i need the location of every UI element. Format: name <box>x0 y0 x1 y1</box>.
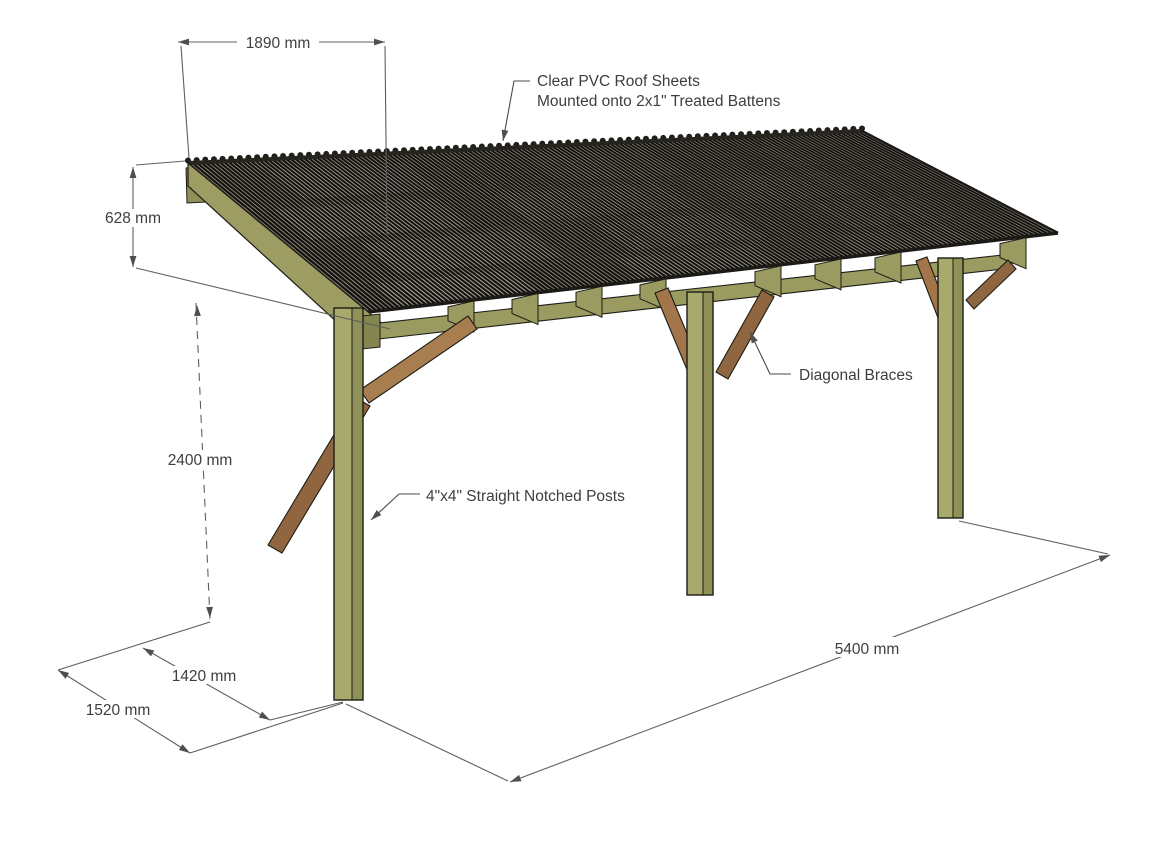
annotation-roof-sheets: Clear PVC Roof Sheets Mounted onto 2x1" … <box>502 73 781 142</box>
dimension-label-post-height: 2400 mm <box>168 452 233 469</box>
diagonal-brace <box>965 259 1017 310</box>
dimension-label-overall-length: 5400 mm <box>835 641 900 658</box>
arrowheads <box>58 38 1110 782</box>
dimension-overall-length: 5400 mm <box>345 520 1111 783</box>
dimension-base-depth-inner: 1420 mm <box>57 621 344 721</box>
roof-sheets <box>185 125 1059 314</box>
annotation-posts: 4"x4" Straight Notched Posts <box>370 488 625 521</box>
annotation-diagonal-braces: Diagonal Braces <box>749 331 913 384</box>
roof-label-line1: Clear PVC Roof Sheets <box>537 73 700 90</box>
dimension-label-roof-rise: 628 mm <box>105 210 161 227</box>
roof-label-line2: Mounted onto 2x1" Treated Battens <box>537 93 781 110</box>
dimension-base-depth-outer: 1520 mm <box>57 669 344 754</box>
posts <box>333 257 964 701</box>
post-left <box>333 307 364 701</box>
dimension-roof-rise: 628 mm <box>99 160 391 330</box>
dimension-roof-depth: 1890 mm <box>178 33 388 237</box>
rafter-tails <box>447 237 1027 333</box>
posts-label: 4"x4" Straight Notched Posts <box>426 488 625 505</box>
braces-label: Diagonal Braces <box>799 367 913 384</box>
diagonal-brace <box>359 315 478 404</box>
dimension-post-height: 2400 mm <box>160 302 242 621</box>
dimension-label-roof-depth: 1890 mm <box>246 35 311 52</box>
post-middle <box>686 291 714 596</box>
dimension-label-base-depth-outer: 1520 mm <box>86 702 151 719</box>
post-right <box>937 257 964 519</box>
diagonal-brace <box>715 289 775 380</box>
dimension-label-base-depth-inner: 1420 mm <box>172 668 237 685</box>
